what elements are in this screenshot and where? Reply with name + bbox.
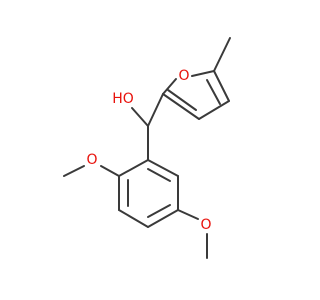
bond-furan-c5-o (191, 70, 215, 77)
bond-methyl-furan (213, 37, 231, 72)
bond-ring-3-4 (118, 209, 149, 228)
bond-furan-c5-c4-double (206, 79, 221, 105)
methoxy-bottom-oxygen-label: O (200, 217, 211, 233)
bond-ring-4-5 (147, 209, 179, 228)
bond-carbinol-oh (131, 107, 149, 127)
bond-furan-c3-c2-double (167, 89, 197, 111)
bond-furan-c4-c3 (198, 100, 230, 120)
bond-furan-c3-c2 (162, 93, 200, 120)
atom-labels: HO O O O (86, 68, 211, 233)
bonds (63, 37, 231, 259)
bond-ring-4-5-double (147, 204, 171, 218)
molecule-drawing: HO O O O (63, 37, 231, 259)
furan-oxygen-label: O (178, 68, 189, 84)
bond-ring-6-1 (147, 159, 179, 177)
hydroxyl-label: HO (112, 91, 134, 107)
bond-ring-1-2 (118, 159, 149, 177)
bond-methoxy-top-methyl (63, 165, 85, 177)
bond-furan-c5-c4 (213, 70, 230, 102)
bond-ring-6-1-double (147, 168, 171, 182)
bond-ring-methoxy-top (100, 165, 120, 177)
bond-furan-o-c2 (162, 78, 177, 95)
methoxy-top-oxygen-label: O (86, 152, 97, 168)
bond-furan-carbinol (147, 93, 164, 127)
bond-ring-methoxy-bottom (177, 209, 199, 220)
structure-canvas: HO O O O (63, 37, 231, 259)
